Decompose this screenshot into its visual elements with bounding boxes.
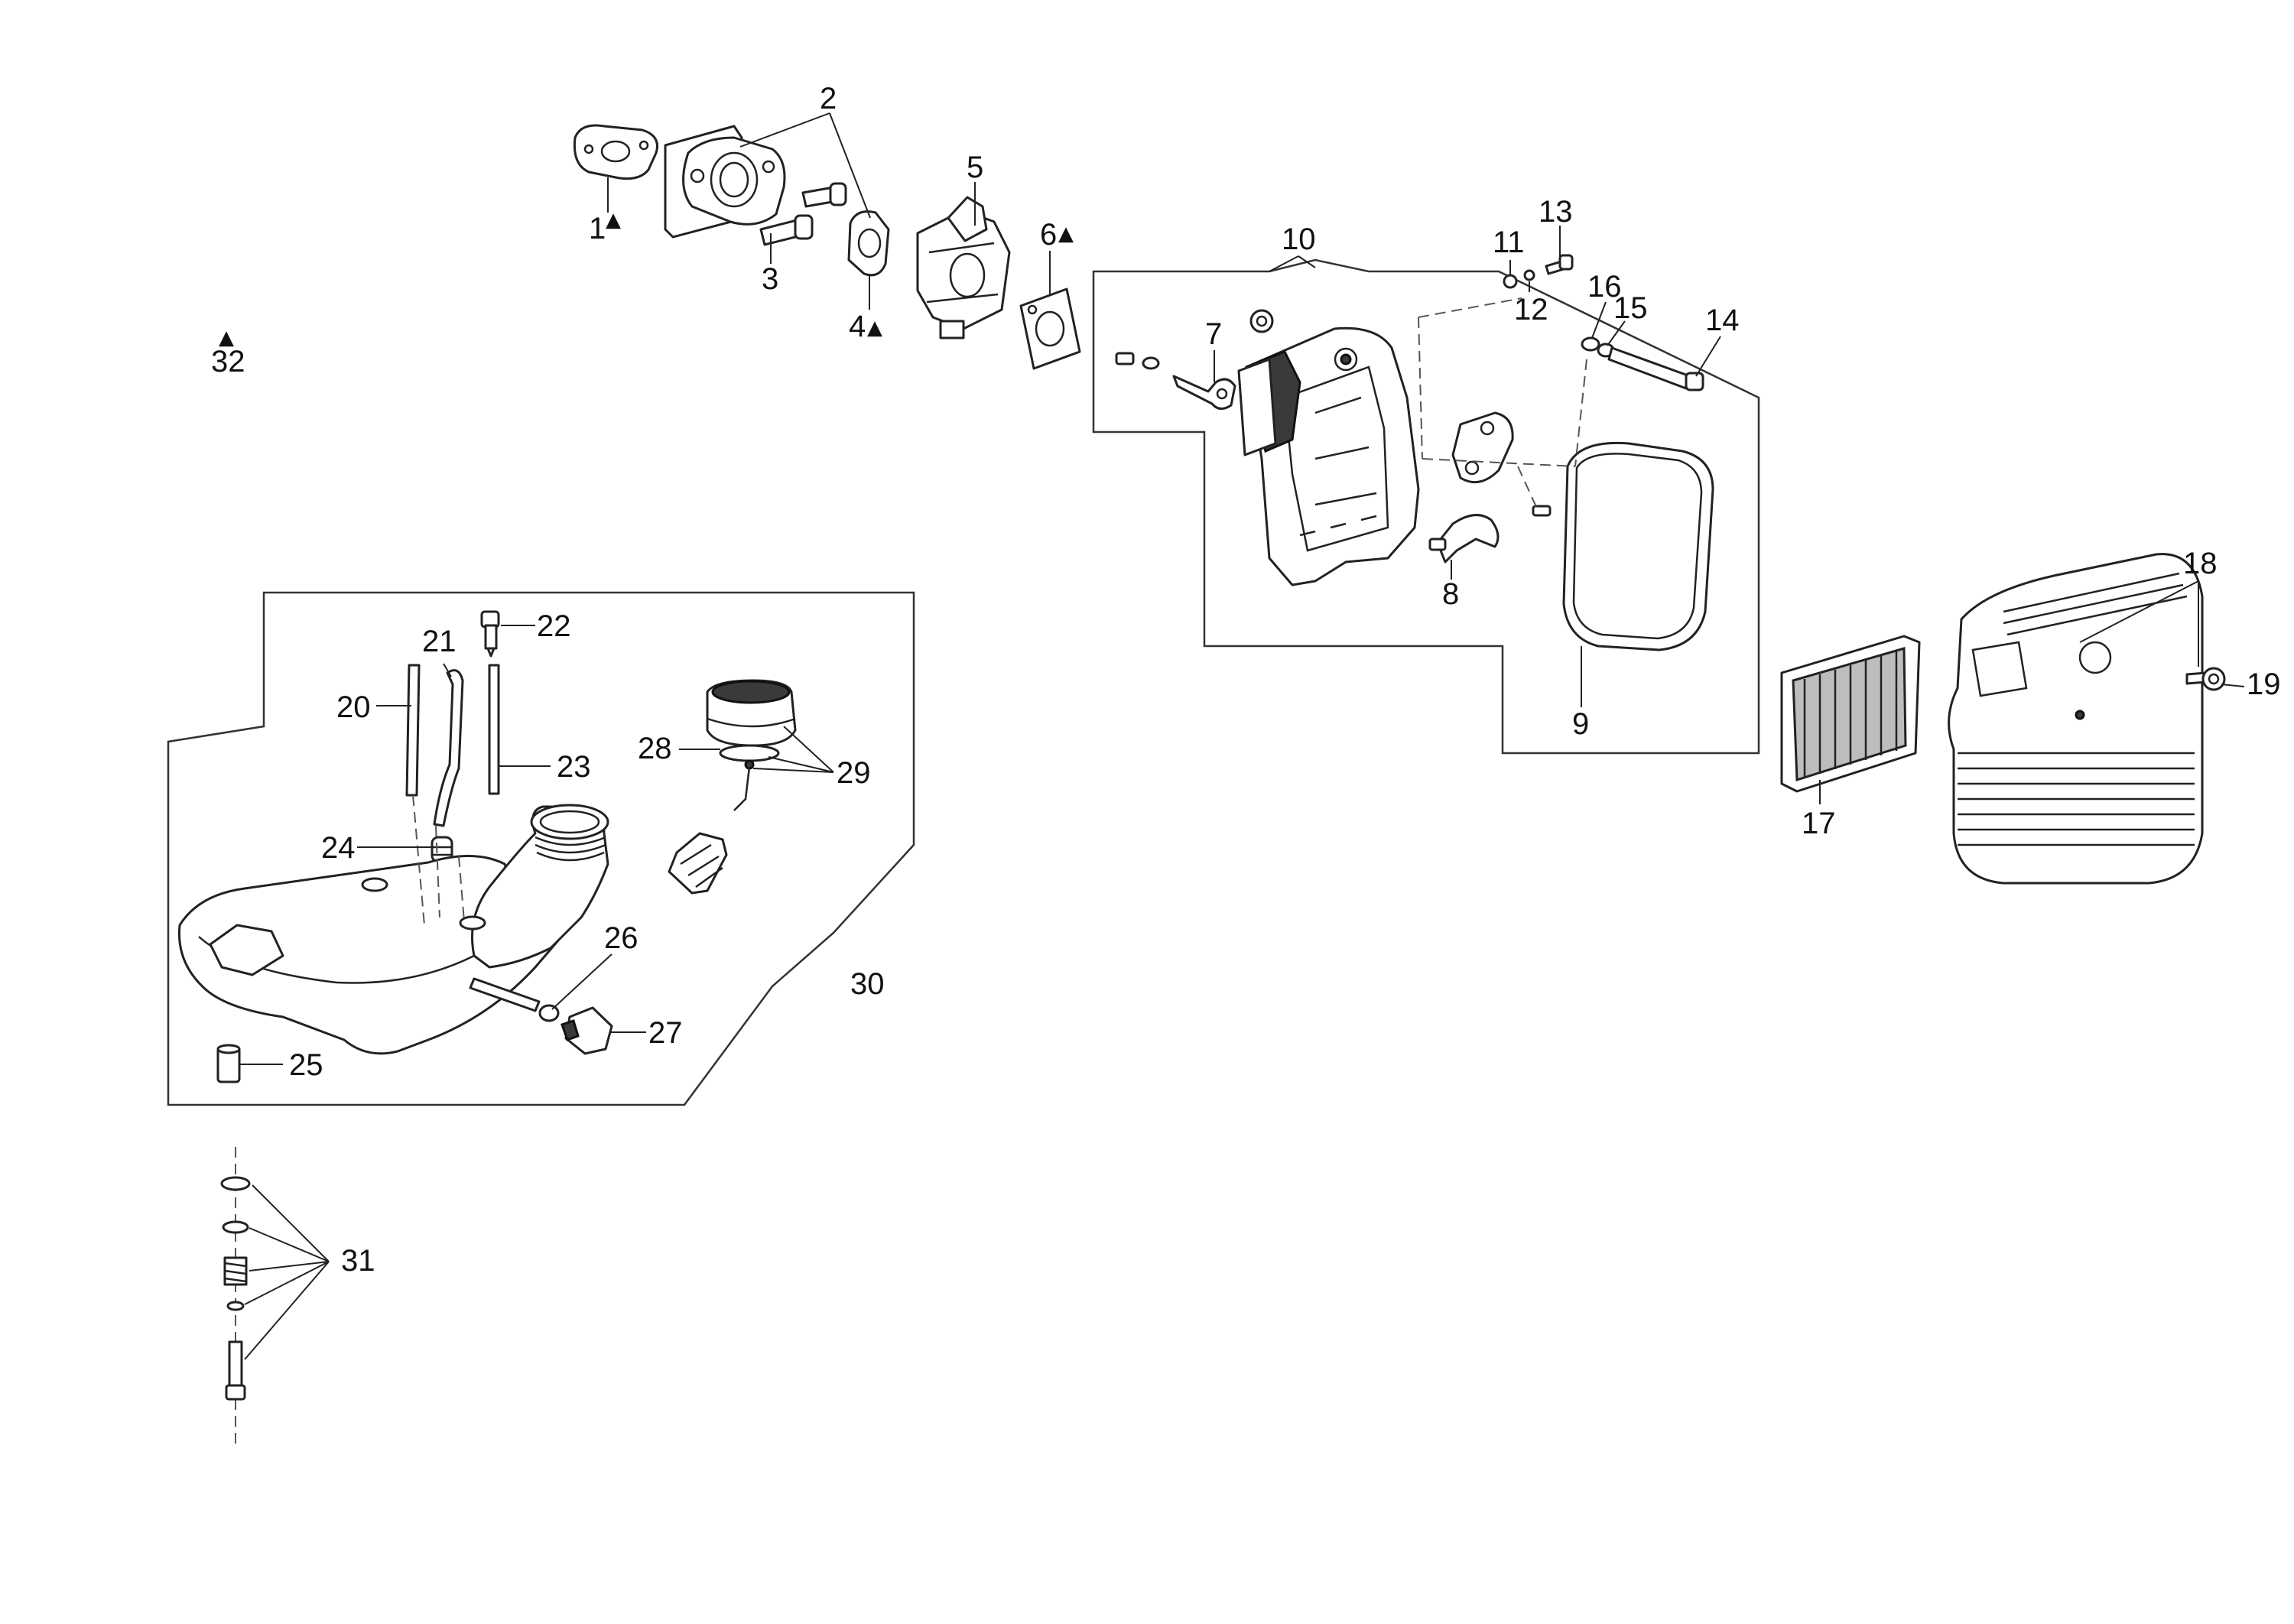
callout-23: 23 <box>557 750 591 784</box>
screw-part-13 <box>1545 254 1574 275</box>
leader-lines <box>239 112 2245 1360</box>
fuel-tank-part-30 <box>177 804 609 1055</box>
callout-7: 7 <box>1205 317 1222 351</box>
callout-22: 22 <box>537 609 571 643</box>
air-filter-group-outline <box>1092 258 1760 755</box>
fuel-hose-part-23 <box>488 664 500 795</box>
callout-1: 1 <box>589 212 606 245</box>
callout-32: 32 <box>211 345 245 378</box>
fuel-pickup-filter-part-29 <box>668 766 751 895</box>
gasket-part-9 <box>1562 441 1714 651</box>
fuel-line-part-26 <box>469 977 560 1022</box>
callout-30: 30 <box>850 967 885 1001</box>
callout-16: 16 <box>1587 270 1622 304</box>
callout-27: 27 <box>648 1016 683 1050</box>
callout-13: 13 <box>1539 195 1573 229</box>
callout-labels: 1 ▲ 2 3 4 ▲ 5 6 ▲ 7 8 9 10 11 12 13 14 1… <box>211 82 2281 1278</box>
gasket-part-6 <box>1019 287 1081 370</box>
clamp-part-8 <box>1428 514 1500 564</box>
callout-26: 26 <box>604 921 638 955</box>
valve-part-22 <box>480 610 500 658</box>
callout-25: 25 <box>289 1048 323 1082</box>
callout-1-mark: ▲ <box>606 209 621 232</box>
carburetor-part-5 <box>916 196 1011 339</box>
callout-4: 4 <box>849 310 866 343</box>
callout-4-mark: ▲ <box>867 317 882 339</box>
callout-20: 20 <box>336 690 371 724</box>
gasket-part-4 <box>847 210 890 277</box>
knob-part-7 <box>1172 375 1236 410</box>
callout-24: 24 <box>321 831 356 865</box>
callout-12: 12 <box>1514 293 1548 326</box>
filter-housing-part-10 <box>1237 326 1420 586</box>
gasket-part-1 <box>573 124 658 180</box>
callout-9: 9 <box>1572 707 1589 741</box>
fuel-filter-part-27 <box>561 1006 613 1055</box>
callout-6-mark: ▲ <box>1058 222 1074 245</box>
filter-element-part-17 <box>1780 635 1921 793</box>
screw-small <box>1532 505 1552 517</box>
fuel-cap-part-28 <box>706 679 797 770</box>
callout-15: 15 <box>1613 291 1648 325</box>
callout-31: 31 <box>341 1244 375 1278</box>
callout-10: 10 <box>1282 222 1316 256</box>
washer-part-16-15 <box>1581 336 1615 358</box>
callout-19: 19 <box>2247 667 2281 701</box>
screw-part-3 <box>759 182 847 246</box>
callout-6: 6 <box>1040 218 1057 252</box>
callout-8: 8 <box>1442 577 1459 611</box>
callout-2: 2 <box>820 82 837 115</box>
callout-29: 29 <box>837 756 871 790</box>
callout-21: 21 <box>422 625 457 658</box>
screw-washer-set <box>1115 309 1274 370</box>
tank-dashed-guides <box>412 794 465 926</box>
mount-stack-part-31 <box>220 1147 251 1445</box>
callout-5: 5 <box>967 151 983 184</box>
callout-17: 17 <box>1802 807 1836 840</box>
intake-flange-part-2 <box>664 125 786 239</box>
screw-part-19 <box>2185 667 2226 691</box>
bolt-part-14 <box>1607 346 1704 391</box>
fuel-tank-group-outline <box>167 591 915 1106</box>
callout-14: 14 <box>1705 304 1740 337</box>
callout-11: 11 <box>1493 226 1525 259</box>
spacer-part-25 <box>216 1044 241 1083</box>
callout-32-mark: ▲ <box>219 326 234 349</box>
bracket-part <box>1451 411 1514 484</box>
callout-18: 18 <box>2183 547 2218 580</box>
fuel-hose-part-21 <box>433 669 464 827</box>
callout-28: 28 <box>638 732 672 765</box>
dashed-guide-lines <box>1418 297 1587 509</box>
callout-3: 3 <box>762 262 778 296</box>
fuel-hose-part-20 <box>405 664 421 797</box>
air-filter-cover-part-18 <box>1948 553 2204 885</box>
